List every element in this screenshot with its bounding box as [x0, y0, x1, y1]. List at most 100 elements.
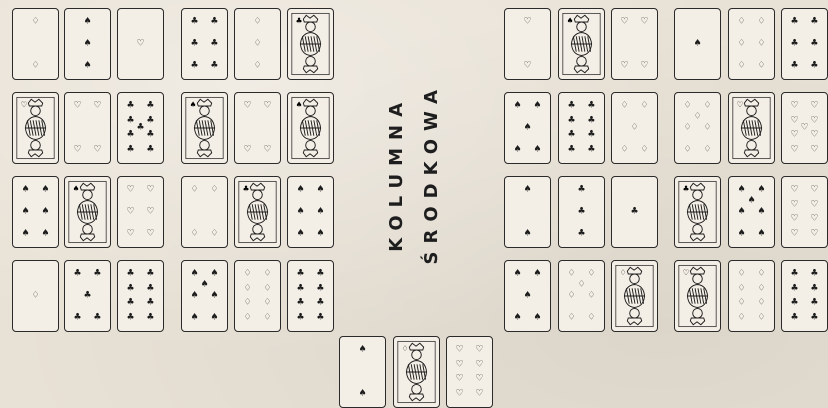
playing-card-l-r3c5[interactable]: ♣: [234, 176, 281, 248]
playing-card-l-r3c4[interactable]: ♢♢♢♢: [181, 176, 228, 248]
court-card-figure-icon: ♠: [288, 93, 333, 163]
svg-text:♣: ♣: [243, 184, 250, 193]
playing-card-l-r1c6[interactable]: ♣: [287, 8, 334, 80]
suit-pip-icon: ♢: [577, 280, 585, 289]
svg-text:♡: ♡: [683, 268, 690, 277]
playing-card-b-c3[interactable]: ♡♡♡♡♡♡♡♡: [446, 336, 493, 408]
playing-card-l-r3c1[interactable]: ♠♠♠♠♠♠: [12, 176, 59, 248]
suit-pip-icon: ♣: [127, 146, 135, 155]
playing-card-l-r1c1[interactable]: ♢♢: [12, 8, 59, 80]
suit-pip-icon: ♡: [810, 101, 818, 110]
playing-card-r-r3c4[interactable]: ♣: [674, 176, 721, 248]
playing-card-r-r2c5[interactable]: ♡: [728, 92, 775, 164]
playing-card-r-r3c5[interactable]: ♠♠♠♠♠♠♠: [728, 176, 775, 248]
suit-pip-icon: ♡: [127, 185, 135, 194]
suit-pip-icon: ♣: [93, 269, 101, 278]
suit-pip-icon: ♣: [146, 101, 154, 110]
playing-card-r-r1c4[interactable]: ♠: [674, 8, 721, 80]
suit-pip-icon: ♢: [738, 40, 746, 49]
playing-card-l-r2c6[interactable]: ♠: [287, 92, 334, 164]
suit-pip-icon: ♢: [263, 314, 271, 323]
suit-pip-icon: ♠: [200, 280, 208, 289]
suit-pip-icon: ♠: [358, 345, 366, 354]
playing-card-r-r4c2[interactable]: ♢♢♢♢♢♢♢: [558, 260, 605, 332]
suit-pip-icon: ♢: [684, 101, 692, 110]
playing-card-l-r3c2[interactable]: ♠: [64, 176, 111, 248]
suit-pip-icon: ♢: [31, 62, 39, 71]
suit-pip-icon: ♣: [791, 269, 799, 278]
suit-pip-icon: ♢: [191, 185, 199, 194]
suit-pip-icon: ♡: [263, 146, 271, 155]
playing-card-r-r3c6[interactable]: ♡♡♡♡♡♡♡♡: [781, 176, 828, 248]
playing-card-l-r3c3[interactable]: ♡♡♡♡♡♡: [117, 176, 164, 248]
playing-card-l-r4c5[interactable]: ♢♢♢♢♢♢♢♢: [234, 260, 281, 332]
playing-card-l-r2c1[interactable]: ♡: [12, 92, 59, 164]
playing-card-l-r4c2[interactable]: ♣♣♣♣♣: [64, 260, 111, 332]
suit-pip-icon: ♣: [791, 314, 799, 323]
suit-pip-icon: ♡: [640, 17, 648, 26]
playing-card-r-r1c3[interactable]: ♡♡♡♡: [611, 8, 658, 80]
playing-card-r-r4c1[interactable]: ♠♠♠♠♠: [504, 260, 551, 332]
playing-card-l-r4c3[interactable]: ♣♣♣♣♣♣♣♣: [117, 260, 164, 332]
playing-card-l-r2c2[interactable]: ♡♡♡♡: [64, 92, 111, 164]
suit-pip-icon: ♡: [800, 124, 808, 133]
playing-card-r-r2c2[interactable]: ♣♣♣♣♣♣♣♣: [558, 92, 605, 164]
svg-text:♣: ♣: [683, 184, 690, 193]
suit-pip-icon: ♡: [810, 117, 818, 126]
court-card-figure-icon: ♡: [13, 93, 58, 163]
playing-card-l-r1c4[interactable]: ♣♣♣♣♣♣: [181, 8, 228, 80]
suit-pip-icon: ♣: [210, 40, 218, 49]
suit-pip-icon: ♢: [587, 314, 595, 323]
suit-pip-icon: ♡: [791, 201, 799, 210]
svg-text:♠: ♠: [567, 16, 574, 25]
playing-card-l-r3c6[interactable]: ♠♠♠♠♠♠: [287, 176, 334, 248]
suit-pip-icon: ♡: [810, 131, 818, 140]
playing-card-l-r4c6[interactable]: ♣♣♣♣♣♣♣♣: [287, 260, 334, 332]
suit-pip-icon: ♣: [297, 299, 305, 308]
playing-card-r-r4c4[interactable]: ♡: [674, 260, 721, 332]
suit-pip-icon: ♠: [210, 269, 218, 278]
suit-pip-icon: ♣: [127, 285, 135, 294]
playing-card-r-r1c6[interactable]: ♣♣♣♣♣♣: [781, 8, 828, 80]
playing-card-r-r2c6[interactable]: ♡♡♡♡♡♡♡♡♡: [781, 92, 828, 164]
playing-card-l-r1c3[interactable]: ♡: [117, 8, 164, 80]
suit-pip-icon: ♠: [191, 269, 199, 278]
playing-card-r-r4c3[interactable]: ♢: [611, 260, 658, 332]
suit-pip-icon: ♢: [738, 285, 746, 294]
playing-card-r-r3c1[interactable]: ♠♠: [504, 176, 551, 248]
playing-card-r-r3c3[interactable]: ♣: [611, 176, 658, 248]
suit-pip-icon: ♣: [127, 269, 135, 278]
playing-card-b-c2[interactable]: ♢: [393, 336, 440, 408]
playing-card-r-r1c5[interactable]: ♢♢♢♢♢♢: [728, 8, 775, 80]
playing-card-b-c1[interactable]: ♠♠: [339, 336, 386, 408]
suit-pip-icon: ♠: [210, 292, 218, 301]
suit-pip-icon: ♡: [791, 117, 799, 126]
suit-pip-icon: ♣: [810, 40, 818, 49]
suit-pip-icon: ♣: [587, 146, 595, 155]
playing-card-r-r2c1[interactable]: ♠♠♠♠♠: [504, 92, 551, 164]
playing-card-r-r1c2[interactable]: ♠: [558, 8, 605, 80]
playing-card-r-r3c2[interactable]: ♣♣♣: [558, 176, 605, 248]
playing-card-l-r1c5[interactable]: ♢♢♢: [234, 8, 281, 80]
playing-card-l-r4c1[interactable]: ♢: [12, 260, 59, 332]
suit-pip-icon: ♣: [136, 124, 144, 133]
suit-pip-icon: ♣: [127, 131, 135, 140]
suit-pip-icon: ♢: [587, 292, 595, 301]
suit-pip-icon: ♣: [191, 62, 199, 71]
suit-pip-icon: ♢: [31, 17, 39, 26]
suit-pip-icon: ♠: [83, 40, 91, 49]
playing-card-l-r2c3[interactable]: ♣♣♣♣♣♣♣♣♣: [117, 92, 164, 164]
playing-card-r-r2c4[interactable]: ♢♢♢♢♢♢♢: [674, 92, 721, 164]
playing-card-l-r2c5[interactable]: ♡♡♡♡: [234, 92, 281, 164]
playing-card-l-r1c2[interactable]: ♠♠♠: [64, 8, 111, 80]
suit-pip-icon: ♢: [621, 146, 629, 155]
playing-card-l-r2c4[interactable]: ♠: [181, 92, 228, 164]
playing-card-r-r2c3[interactable]: ♢♢♢♢♢: [611, 92, 658, 164]
suit-pip-icon: ♡: [810, 230, 818, 239]
playing-card-l-r4c4[interactable]: ♠♠♠♠♠♠♠: [181, 260, 228, 332]
suit-pip-icon: ♡: [810, 201, 818, 210]
suit-pip-icon: ♣: [791, 62, 799, 71]
playing-card-r-r1c1[interactable]: ♡♡: [504, 8, 551, 80]
playing-card-r-r4c6[interactable]: ♣♣♣♣♣♣♣♣: [781, 260, 828, 332]
playing-card-r-r4c5[interactable]: ♢♢♢♢♢♢♢♢: [728, 260, 775, 332]
